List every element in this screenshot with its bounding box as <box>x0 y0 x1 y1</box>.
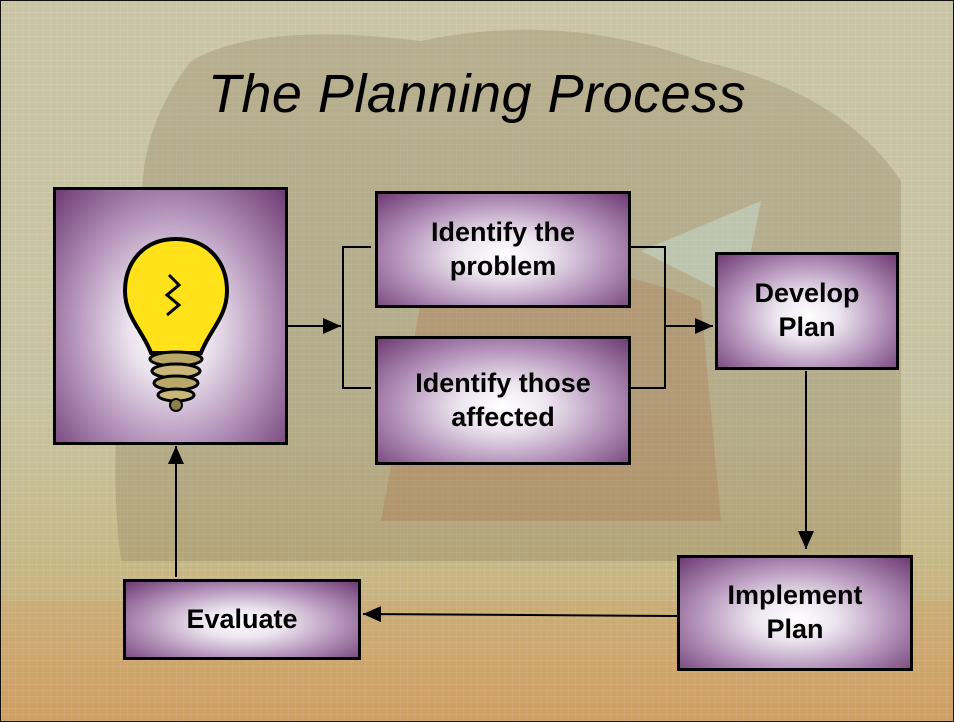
step-implement-plan-label: Implement Plan <box>727 580 863 644</box>
step-develop-plan-label: Develop Plan <box>754 278 860 342</box>
step-develop-plan: Develop Plan <box>715 252 899 370</box>
step-evaluate: Evaluate <box>123 579 361 660</box>
light-bulb-icon <box>122 236 230 412</box>
slide-title: The Planning Process <box>207 64 747 124</box>
step-identify-problem-label: Identify the problem <box>430 216 575 281</box>
step-evaluate-label: Evaluate <box>186 603 298 634</box>
step-identify-problem: Identify the problem <box>375 191 631 308</box>
step-implement-plan: Implement Plan <box>677 555 913 671</box>
step-identify-affected: Identify those affected <box>375 336 631 465</box>
step-identify-affected-label: Identify those affected <box>415 367 591 432</box>
